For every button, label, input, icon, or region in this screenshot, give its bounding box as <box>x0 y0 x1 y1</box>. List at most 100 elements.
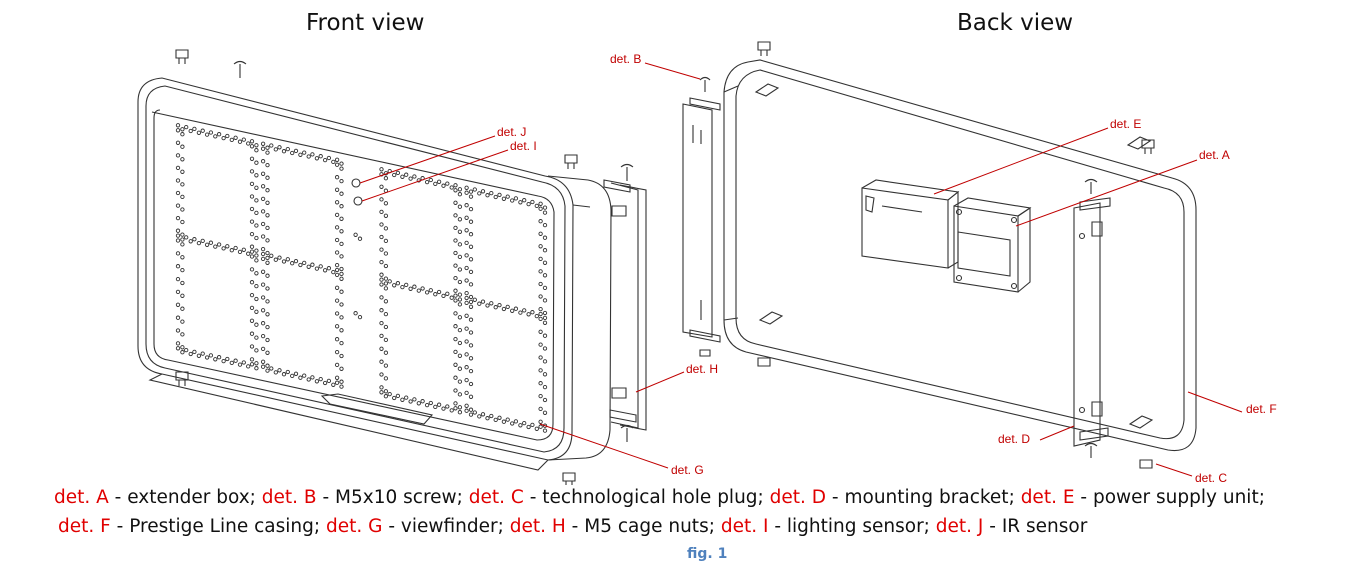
led-dot <box>468 257 474 262</box>
led-dot <box>334 267 340 273</box>
led-dot <box>408 176 413 181</box>
led-dot <box>457 315 463 320</box>
led-dot <box>310 152 315 157</box>
led-dot <box>175 251 181 256</box>
led-dot <box>497 302 502 308</box>
led-dot <box>379 167 384 172</box>
led-dot <box>175 276 181 282</box>
led-dot <box>433 292 438 297</box>
led-dot <box>265 260 270 265</box>
led-dot <box>334 324 340 329</box>
led-dot <box>249 254 255 259</box>
led-dot <box>395 393 401 399</box>
led-dot <box>379 222 384 227</box>
led-dot <box>534 426 539 431</box>
led-dot <box>379 277 384 282</box>
led-dot <box>538 406 543 412</box>
led-dot <box>334 157 340 162</box>
led-dot <box>383 201 389 206</box>
led-dot <box>530 422 535 428</box>
led-dot <box>505 194 510 199</box>
led-dot <box>334 375 340 380</box>
led-dot <box>449 408 454 413</box>
led-dot <box>334 311 340 316</box>
led-dot <box>180 345 185 350</box>
led-dot <box>433 181 438 187</box>
led-dot <box>404 282 409 288</box>
led-dot <box>383 238 389 244</box>
led-dot <box>505 304 510 310</box>
led-dot <box>464 278 469 283</box>
led-dot <box>477 191 482 196</box>
legend-description: - lighting sensor; <box>768 516 936 537</box>
led-dot <box>383 286 389 291</box>
led-dot <box>180 242 185 247</box>
led-dot <box>453 275 458 281</box>
callout-det-j: det. J <box>497 125 526 139</box>
led-dot <box>281 149 287 154</box>
led-dot <box>464 339 469 344</box>
back-screws <box>757 41 1155 469</box>
led-dot <box>522 308 527 313</box>
ir-sensor <box>351 178 361 188</box>
led-dot <box>453 311 458 316</box>
led-dot <box>314 266 320 271</box>
led-dot <box>175 190 181 196</box>
led-dot <box>538 281 543 287</box>
led-dot <box>464 352 469 357</box>
legend-det-label: det. J <box>935 516 984 537</box>
led-dot <box>464 240 469 246</box>
led-dot <box>542 397 548 403</box>
front-display-casing <box>137 77 612 471</box>
led-dot <box>453 298 458 303</box>
led-dot <box>180 237 185 242</box>
led-dot <box>331 159 336 165</box>
led-dot <box>522 198 527 203</box>
led-dot <box>254 335 259 340</box>
led-dot <box>428 177 433 183</box>
led-dot <box>424 179 430 185</box>
led-dot <box>464 190 469 195</box>
led-dot <box>353 311 358 316</box>
led-dot <box>441 293 446 299</box>
led-dot <box>273 147 278 152</box>
led-dot <box>412 397 417 402</box>
led-dot <box>204 355 210 360</box>
led-dot <box>254 198 259 203</box>
led-dot <box>339 266 344 272</box>
led-dot <box>298 262 303 268</box>
legend-description: - Prestige Line casing; <box>110 516 326 537</box>
led-dot <box>383 213 389 218</box>
led-dot <box>260 333 266 339</box>
led-dot <box>249 331 255 336</box>
led-dot <box>265 324 270 330</box>
led-dot <box>249 357 255 362</box>
led-dot <box>339 302 344 307</box>
led-dot <box>254 348 259 353</box>
led-dot <box>310 375 315 380</box>
led-dot <box>408 399 413 404</box>
led-dot <box>538 381 543 386</box>
led-dot <box>538 368 543 373</box>
led-dot <box>457 242 463 247</box>
led-dot <box>175 123 181 128</box>
led-dot <box>260 256 266 262</box>
led-dot <box>260 295 266 300</box>
led-dot <box>180 169 185 174</box>
led-dot <box>334 187 340 192</box>
led-dot <box>468 294 474 300</box>
led-dot <box>339 204 344 209</box>
led-dot <box>383 299 389 304</box>
led-dot <box>180 132 185 137</box>
led-dot <box>175 341 181 346</box>
led-dot <box>200 128 205 133</box>
power-supply-unit <box>861 179 960 269</box>
led-dot <box>497 192 502 198</box>
led-dot <box>395 281 401 286</box>
led-dot <box>302 150 307 155</box>
led-dot <box>513 306 519 311</box>
led-dot <box>175 346 181 351</box>
led-dot <box>208 240 214 245</box>
led-dot <box>339 166 344 171</box>
